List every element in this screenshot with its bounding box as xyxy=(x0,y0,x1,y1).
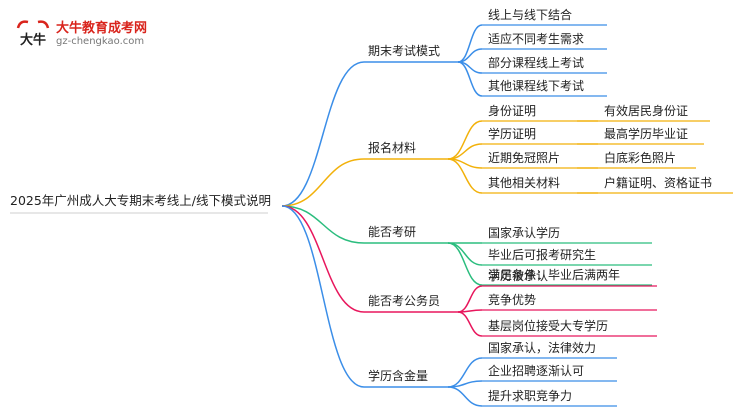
leaf-edge xyxy=(447,380,483,388)
leaf-label: 学历证明 xyxy=(488,126,536,141)
leaf-label: 毕业后可报考研究生 xyxy=(488,247,596,262)
leaf-edge xyxy=(447,357,483,388)
leaf-label: 基层岗位接受大专学历 xyxy=(488,318,608,333)
leaf-label: 线上与线下结合 xyxy=(488,7,572,22)
site-logo: 大牛 大牛教育成考网 gz-chengkao.com xyxy=(14,14,174,56)
branch-label: 能否考研 xyxy=(368,225,416,239)
logo-glyph: 大牛 xyxy=(20,32,46,48)
leaf-label: 身份证明 xyxy=(488,103,536,118)
leaf-label: 企业招聘逐渐认可 xyxy=(488,363,584,378)
detail-label: 有效居民身份证 xyxy=(604,103,688,118)
leaf-label: 其他相关材料 xyxy=(488,176,560,190)
leaf-label: 国家承认，法律效力 xyxy=(488,340,596,355)
leaf-edge xyxy=(457,24,483,63)
leaf-label: 适应不同考生需求 xyxy=(488,31,584,46)
detail-label: 户籍证明、资格证书 xyxy=(604,175,712,190)
branch-edge xyxy=(281,205,365,388)
leaf-label: 满足条件：毕业后满两年 xyxy=(488,268,620,282)
leaf-label: 提升求职竞争力 xyxy=(488,388,572,403)
bull-logo-icon: 大牛 xyxy=(16,20,50,48)
leaf-edge xyxy=(447,242,483,286)
leaf-label: 竞争优势 xyxy=(488,293,536,307)
branch-label: 期末考试模式 xyxy=(368,43,440,58)
branch-edge xyxy=(281,205,365,244)
leaf-edge xyxy=(447,158,483,194)
branch-label: 学历含金量 xyxy=(368,368,428,383)
branch-label: 能否考公务员 xyxy=(368,293,440,308)
leaf-edge xyxy=(457,285,483,313)
leaf-edge xyxy=(447,242,483,266)
mindmap-edges xyxy=(10,24,733,407)
leaf-edge xyxy=(447,143,483,160)
leaf-label: 国家承认学历 xyxy=(488,225,560,240)
logo-url: gz-chengkao.com xyxy=(56,36,145,47)
leaf-edge xyxy=(457,61,483,97)
branch-edge xyxy=(281,205,365,313)
leaf-label: 近期免冠照片 xyxy=(488,150,560,165)
branch-edge xyxy=(281,158,365,207)
logo-name: 大牛教育成考网 xyxy=(56,21,148,36)
mindmap-nodes: 2025年广州成人大专期末考线上/线下模式说明 期末考试模式 线上与线下结合适应不同… xyxy=(10,7,712,403)
detail-label: 最高学历毕业证 xyxy=(604,126,688,141)
detail-label: 白底彩色照片 xyxy=(604,150,676,165)
leaf-edge xyxy=(447,386,483,407)
leaf-label: 学历被承认 xyxy=(488,268,548,283)
leaf-label: 其他课程线下考试 xyxy=(488,78,584,93)
leaf-edge xyxy=(447,120,483,160)
leaf-edge xyxy=(457,311,483,337)
branch-edge xyxy=(281,61,365,207)
branch-label: 报名材料 xyxy=(368,140,416,155)
leaf-label: 部分课程线上考试 xyxy=(488,55,584,70)
root-label: 2025年广州成人大专期末考线上/线下模式说明 xyxy=(10,193,271,208)
